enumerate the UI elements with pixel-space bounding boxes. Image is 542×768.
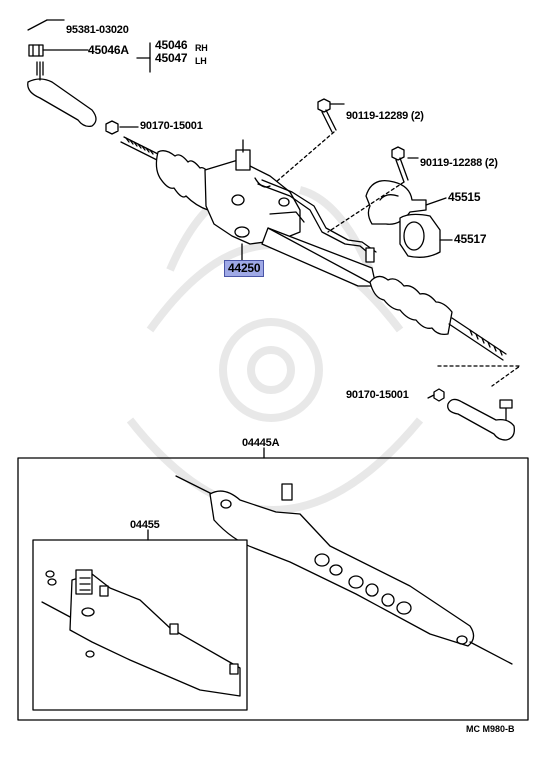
grommet-45517 <box>399 213 453 258</box>
tie-rod-end-left <box>27 61 97 128</box>
tie-rod-end-right <box>447 398 515 441</box>
rack-boot-right <box>369 275 453 336</box>
bolt-90119-a <box>317 98 345 133</box>
label-04445a: 04445A <box>242 437 280 449</box>
rack-tube <box>261 227 377 287</box>
rack-boot-left <box>155 150 213 211</box>
label-95381-03020: 95381-03020 <box>66 24 129 36</box>
label-45515: 45515 <box>448 190 481 204</box>
bracket-45515 <box>365 179 447 225</box>
label-44250[interactable]: 44250 <box>224 260 265 277</box>
gear-housing <box>204 139 301 245</box>
lock-nut-lower <box>433 388 445 402</box>
label-45046: 45046 <box>155 38 188 52</box>
label-45517: 45517 <box>454 232 487 246</box>
kit-rack-04455 <box>41 569 241 697</box>
label-90170-15001-upper: 90170-15001 <box>140 120 203 132</box>
tie-rod-right <box>448 317 507 361</box>
tie-rod-left <box>120 136 161 161</box>
label-90119-12288: 90119-12288 (2) <box>420 157 498 169</box>
diagram-code: MC M980-B <box>466 724 515 734</box>
pressure-tubes <box>257 179 377 263</box>
lock-nut-upper <box>105 120 139 135</box>
label-45046-side: RH <box>195 43 208 53</box>
castle-nut <box>28 44 89 57</box>
bolt-90119-b <box>391 146 419 183</box>
kit-rack-04445a <box>175 475 513 665</box>
dashed-leaders <box>275 131 521 387</box>
label-45047-side: LH <box>195 56 207 66</box>
label-90119-12289: 90119-12289 (2) <box>346 110 424 122</box>
label-45047: 45047 <box>155 51 188 65</box>
kit-box-04445a <box>17 447 529 721</box>
label-90170-15001-lower: 90170-15001 <box>346 389 409 401</box>
label-45046a: 45046A <box>88 43 129 57</box>
label-04455: 04455 <box>130 519 160 531</box>
cotter-pin <box>27 19 65 31</box>
